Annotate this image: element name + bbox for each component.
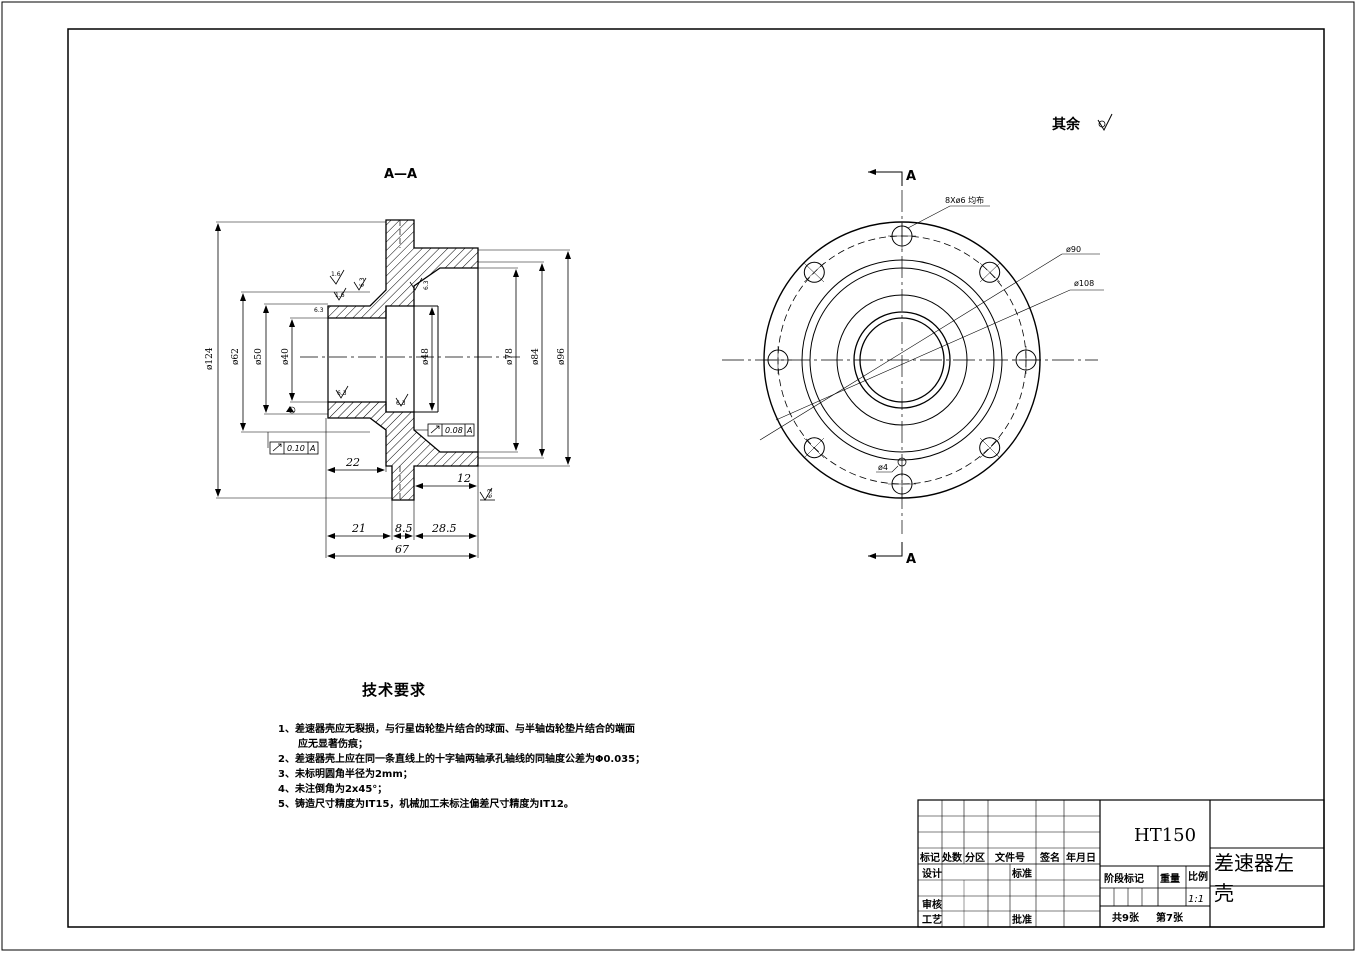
tech-item-3: 3、未标明圆角半径为2mm； bbox=[278, 769, 413, 780]
sheets-total: 共9张 bbox=[1112, 911, 1140, 924]
hdr-docno: 文件号 bbox=[995, 851, 1025, 864]
tech-item-5: 5、铸造尺寸精度为IT15，机械加工未标注偏差尺寸精度为IT12。 bbox=[278, 799, 574, 810]
dim-d90: ø90 bbox=[1066, 245, 1081, 254]
upper-section-hatched bbox=[327, 219, 479, 319]
runout-1-value: 0.10 bbox=[287, 444, 305, 453]
dim-67: 67 bbox=[395, 543, 409, 556]
section-view: A—A bbox=[205, 167, 571, 559]
dim-d40: ø40 bbox=[281, 348, 291, 365]
dim-d124: ø124 bbox=[205, 347, 215, 370]
dim-d96: ø96 bbox=[557, 348, 567, 365]
material: HT150 bbox=[1134, 825, 1196, 846]
label-weight: 重量 bbox=[1160, 872, 1180, 885]
section-label: A—A bbox=[384, 167, 417, 182]
dim-d4: ø4 bbox=[878, 463, 888, 472]
surface-note: 其余 bbox=[1052, 116, 1081, 133]
lower-section-hatched bbox=[327, 401, 479, 501]
runout-frame-2 bbox=[427, 423, 475, 437]
view-marker-top: A bbox=[906, 169, 916, 184]
hdr-count: 处数 bbox=[941, 851, 963, 864]
label-process: 工艺 bbox=[922, 913, 942, 926]
dim-d78: ø78 bbox=[505, 348, 515, 365]
dim-d50: ø50 bbox=[254, 348, 264, 365]
front-view: 其余 A A bbox=[722, 113, 1113, 567]
label-review: 审核 bbox=[922, 898, 942, 911]
dim-d84: ø84 bbox=[531, 348, 541, 365]
label-stage: 阶段标记 bbox=[1104, 872, 1144, 885]
part-name-line2: 壳 bbox=[1214, 881, 1234, 905]
label-approve: 批准 bbox=[1012, 913, 1032, 926]
part-name-line1: 差速器左 bbox=[1214, 851, 1294, 875]
sheet-no: 第7张 bbox=[1156, 911, 1184, 924]
title-block bbox=[917, 799, 1325, 928]
runout-2-value: 0.08 bbox=[445, 426, 463, 435]
tech-item-2: 2、差速器壳上应在同一条直线上的十字轴两轴承孔轴线的同轴度公差为Φ0.035； bbox=[278, 754, 646, 765]
rough-6: 6.3 bbox=[396, 400, 406, 407]
dim-holes: 8Xø6 均布 bbox=[945, 195, 984, 205]
roughness-symbol-icon bbox=[1097, 113, 1113, 132]
tech-item-4: 4、未注倒角为2x45°； bbox=[278, 784, 388, 795]
tech-item-1: 1、差速器壳应无裂损，与行星齿轮垫片结合的球面、与半轴齿轮垫片结合的端面 bbox=[278, 724, 635, 735]
tech-requirements-title: 技术要求 bbox=[362, 681, 427, 699]
title-block-text: 标记 处数 分区 文件号 签名 年月日 设计 标准 审核 工艺 批准 阶段标记 … bbox=[919, 851, 1208, 926]
rough-4: 6.3 bbox=[423, 280, 430, 290]
dim-22: 22 bbox=[345, 456, 360, 469]
label-scale: 比例 bbox=[1188, 870, 1208, 883]
rough-2: 6.3 bbox=[359, 277, 366, 287]
hdr-zone: 分区 bbox=[965, 851, 985, 864]
view-marker-bottom: A bbox=[906, 552, 916, 567]
dim-12: 12 bbox=[457, 472, 471, 485]
dim-d108: ø108 bbox=[1074, 279, 1094, 288]
tech-item-1-cont: 应无显著伤痕； bbox=[298, 739, 368, 750]
hdr-sign: 签名 bbox=[1039, 851, 1060, 864]
runout-1-datum: A bbox=[309, 444, 315, 453]
hdr-date: 年月日 bbox=[1066, 851, 1096, 864]
label-design: 设计 bbox=[922, 867, 942, 880]
label-standard: 标准 bbox=[1011, 867, 1032, 880]
scale-value: 1:1 bbox=[1188, 894, 1204, 905]
inner-frame bbox=[67, 28, 1325, 928]
rough-3: 1.6 bbox=[335, 292, 345, 299]
tech-requirements: 1、差速器壳应无裂损，与行星齿轮垫片结合的球面、与半轴齿轮垫片结合的端面 应无显… bbox=[278, 722, 718, 812]
rough-1: 1.6 bbox=[331, 271, 341, 278]
runout-2-datum: A bbox=[466, 426, 472, 435]
hdr-mark: 标记 bbox=[919, 851, 940, 864]
dim-21: 21 bbox=[351, 522, 366, 535]
dim-d48: ø48 bbox=[421, 348, 431, 365]
runout-frame-1 bbox=[269, 441, 319, 455]
dim-8-5: 8.5 bbox=[395, 522, 413, 535]
rough-5: 6.3 bbox=[337, 390, 347, 397]
rough-7: 6.3 bbox=[487, 488, 494, 498]
dim-28-5: 28.5 bbox=[431, 522, 457, 535]
dim-d62: ø62 bbox=[231, 348, 241, 365]
rough-8: 6.3 bbox=[314, 307, 324, 314]
